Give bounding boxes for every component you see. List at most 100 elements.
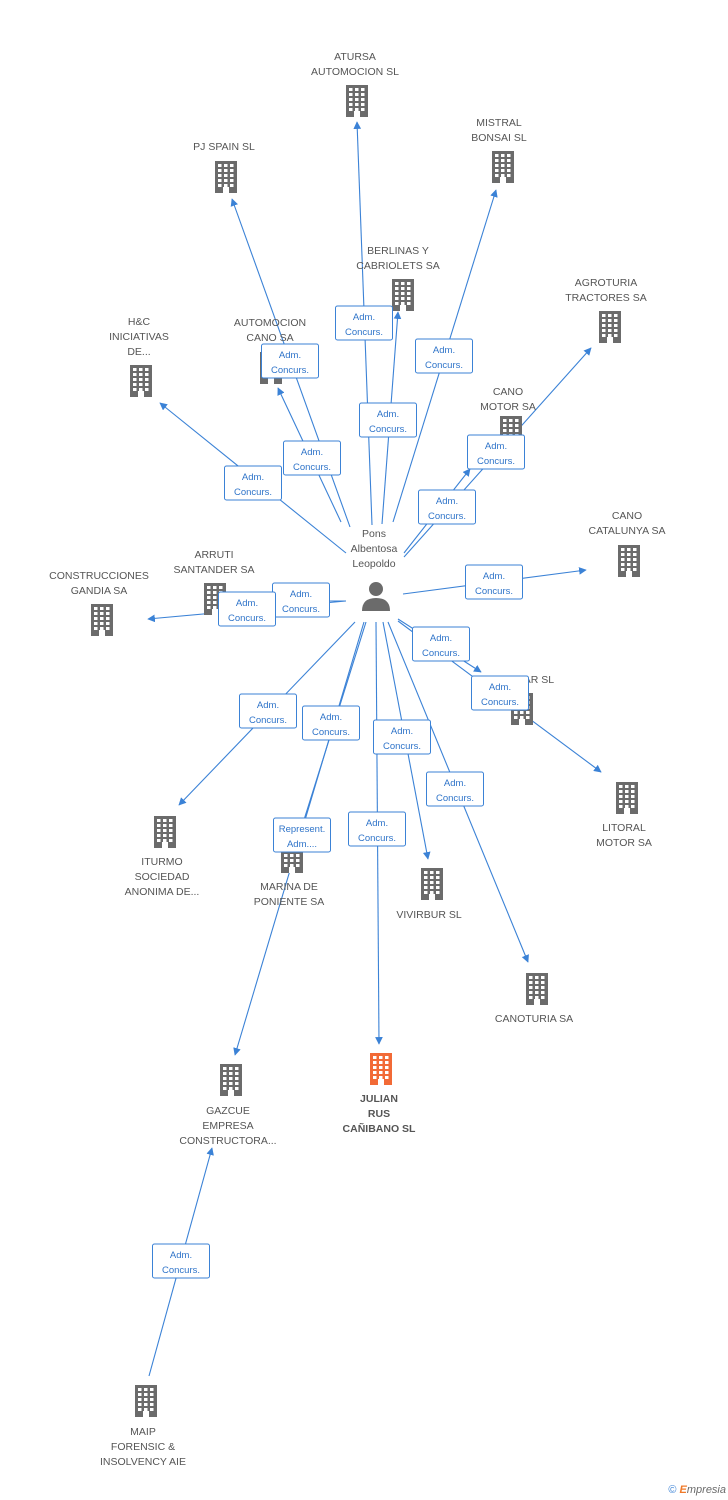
relation-label-box xyxy=(152,1243,210,1279)
company-node-canoturia[interactable]: CANOTURIA SA xyxy=(495,973,573,1025)
company-label-line: CONSTRUCTORA... xyxy=(179,1135,276,1147)
relation-label-cano_motor[interactable]: Adm.Concurs. xyxy=(418,489,476,525)
relation-label-box xyxy=(302,705,360,741)
company-label-line: JULIAN xyxy=(360,1093,398,1105)
relation-label-box xyxy=(465,564,523,600)
relation-label-canoturia[interactable]: Adm.Concurs. xyxy=(426,771,484,807)
company-label-line: ANONIMA DE... xyxy=(125,886,200,898)
relation-label-text: Adm. xyxy=(377,409,399,420)
company-label-line: MAIP xyxy=(130,1426,156,1438)
building-icon xyxy=(370,1053,392,1085)
company-label-line: PONIENTE SA xyxy=(254,896,325,908)
center-person-node[interactable]: Pons Albentosa Leopoldo xyxy=(351,528,398,611)
company-label-line: CANO xyxy=(493,386,523,398)
relation-label-text: Adm. xyxy=(485,441,507,452)
company-label-line: CANO xyxy=(612,510,642,522)
relation-label-atursa[interactable]: Adm.Concurs. xyxy=(335,305,393,341)
company-label-line: GAZCUE xyxy=(206,1105,250,1117)
relation-label-box xyxy=(415,338,473,374)
relation-label-text: Represent. xyxy=(279,824,325,835)
company-label-line: SOCIEDAD xyxy=(135,871,190,883)
relation-label-box xyxy=(426,771,484,807)
relation-label-cano_catalunya[interactable]: Adm.Concurs. xyxy=(465,564,523,600)
relation-label-text: Concurs. xyxy=(428,511,466,522)
building-icon xyxy=(618,545,640,577)
company-label-line: INICIATIVAS xyxy=(109,331,169,343)
relation-label-gazcue[interactable]: Adm.Concurs. xyxy=(152,1243,210,1279)
copyright-symbol: © xyxy=(668,1484,677,1496)
relation-label-hc[interactable]: Adm.Concurs. xyxy=(224,465,282,501)
relation-label-gazcue[interactable]: Represent. Adm.... xyxy=(273,817,331,853)
relation-label-text: Concurs. xyxy=(282,604,320,615)
relation-label-agroturia[interactable]: Adm.Concurs. xyxy=(467,434,525,470)
company-label-line: CANOTURIA SA xyxy=(495,1013,573,1025)
relation-label-text: Concurs. xyxy=(425,360,463,371)
relation-label-berlinas[interactable]: Adm.Concurs. xyxy=(359,402,417,438)
relation-label-pjspain[interactable]: Adm.Concurs. xyxy=(261,343,319,379)
relation-label-text: Concurs. xyxy=(234,487,272,498)
building-icon xyxy=(215,161,237,193)
relation-label-text: Adm. xyxy=(257,700,279,711)
relation-label-iturmo[interactable]: Adm. Concurs. xyxy=(239,693,297,729)
relation-label-box xyxy=(224,465,282,501)
company-label-line: ARRUTI xyxy=(194,549,233,561)
company-label-line: CABRIOLETS SA xyxy=(356,260,439,272)
relation-label-construcciones[interactable]: Adm.Concurs. xyxy=(218,591,276,627)
relation-label-text: Adm. xyxy=(290,589,312,600)
relation-label-mistral[interactable]: Adm. Concurs. xyxy=(415,338,473,374)
company-node-vivirbur[interactable]: VIVIRBUR SL xyxy=(396,868,462,921)
company-label-line: ITURMO xyxy=(141,856,182,868)
building-icon xyxy=(526,973,548,1005)
building-icon xyxy=(130,365,152,397)
company-node-hc[interactable]: H&C INICIATIVAS DE... xyxy=(109,316,169,397)
building-icon xyxy=(492,151,514,183)
company-label-line: AGROTURIA xyxy=(575,277,637,289)
company-label-line: BERLINAS Y xyxy=(367,245,429,257)
relation-label-canocar[interactable]: Adm.Concurs. xyxy=(412,626,470,662)
building-icon xyxy=(599,311,621,343)
company-label-line: MOTOR SA xyxy=(480,401,536,413)
relation-label-julian[interactable]: Adm.Concurs. xyxy=(348,811,406,847)
company-label-line: LITORAL xyxy=(602,822,646,834)
relation-label-box xyxy=(261,343,319,379)
relation-label-text: Adm. xyxy=(483,571,505,582)
building-icon xyxy=(135,1385,157,1417)
company-label-line: PJ SPAIN SL xyxy=(193,141,255,153)
relation-label-automocion_cano[interactable]: Adm.Concurs. xyxy=(283,440,341,476)
company-label-line: EMPRESA xyxy=(202,1120,253,1132)
center-name-line-1: Pons xyxy=(362,528,386,540)
company-node-iturmo[interactable]: ITURMO SOCIEDAD ANONIMA DE... xyxy=(125,816,200,898)
company-label-line: BONSAI SL xyxy=(471,132,527,144)
relation-label-box xyxy=(273,817,331,853)
building-icon xyxy=(616,782,638,814)
relation-label-text: Adm. xyxy=(170,1250,192,1261)
company-label-line: DE... xyxy=(127,346,150,358)
relation-label-text: Concurs. xyxy=(249,715,287,726)
relation-label-marina[interactable]: Adm.Concurs. xyxy=(302,705,360,741)
relation-label-text: Adm.... xyxy=(287,839,317,850)
relation-label-text: Concurs. xyxy=(312,727,350,738)
relation-label-text: Adm. xyxy=(433,345,455,356)
relation-label-arruti[interactable]: Adm. Concurs. xyxy=(272,582,330,618)
relation-label-box xyxy=(471,675,529,711)
building-icon xyxy=(91,604,113,636)
relation-label-box xyxy=(239,693,297,729)
company-label-line: H&C xyxy=(128,316,151,328)
relation-label-litoral[interactable]: Adm.Concurs. xyxy=(471,675,529,711)
company-label-line: GANDIA SA xyxy=(71,585,128,597)
relation-label-vivirbur[interactable]: Adm.Concurs. xyxy=(373,719,431,755)
relation-label-text: Adm. xyxy=(301,447,323,458)
company-node-berlinas[interactable]: BERLINAS Y CABRIOLETS SA xyxy=(356,245,440,311)
company-label-line: ATURSA xyxy=(334,51,376,63)
company-node-pjspain[interactable]: PJ SPAIN SL xyxy=(193,141,255,193)
company-node-gazcue[interactable]: GAZCUE EMPRESA CONSTRUCTORA... xyxy=(179,1064,277,1147)
